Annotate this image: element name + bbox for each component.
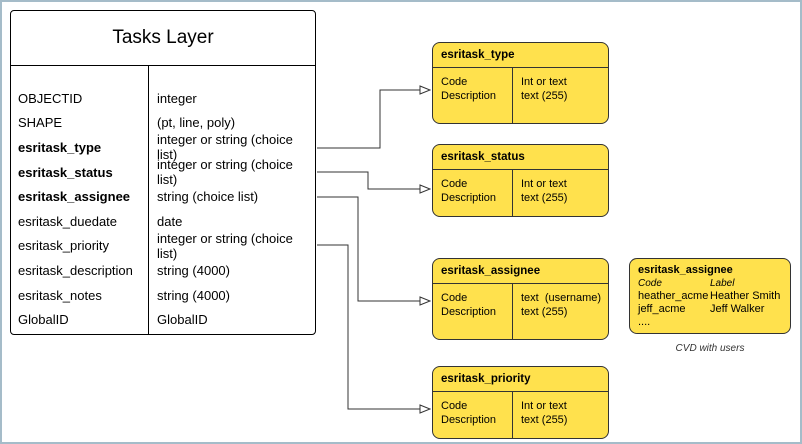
row-esritask-status: esritask_status integer or string (choic… (11, 157, 315, 188)
cvd-box-table: Code Label heather_acme Heather Smith je… (638, 277, 782, 329)
field-name: OBJECTID (18, 90, 83, 106)
cvd-code: heather_acme (638, 290, 709, 302)
cvd-label (710, 316, 782, 329)
domain-box-esritask-assignee[interactable]: esritask_assignee Code Description text … (432, 258, 609, 340)
code-type: text (username) (521, 292, 602, 304)
field-type: integer (157, 90, 197, 106)
domain-box-esritask-status[interactable]: esritask_status Code Description Int or … (432, 144, 609, 217)
tasks-layer-rows: OBJECTID integer SHAPE (pt, line, poly) … (11, 65, 315, 334)
code-label: Code (441, 292, 468, 304)
connector-esritask-assignee (317, 196, 430, 301)
domain-box-body: Code Description Int or text text (255) (433, 68, 608, 123)
row-objectid: OBJECTID integer (11, 86, 315, 111)
row-esritask-duedate: esritask_duedate date (11, 209, 315, 234)
field-type: integer or string (choice list) (157, 157, 293, 188)
code-type: Int or text (521, 400, 567, 412)
cvd-code: .... (638, 316, 651, 328)
code-label: Code (441, 76, 468, 88)
field-name: esritask_priority (18, 238, 110, 254)
connector-esritask-priority (317, 244, 430, 409)
cvd-label-header: Label (710, 278, 735, 289)
code-type: Int or text (521, 178, 567, 190)
field-name: esritask_duedate (18, 213, 118, 229)
row-esritask-notes: esritask_notes string (4000) (11, 283, 315, 308)
field-type: (pt, line, poly) (157, 115, 236, 131)
field-name: SHAPE (18, 115, 63, 131)
description-label: Description (441, 192, 497, 204)
field-name: esritask_type (18, 139, 102, 155)
description-type: text (255) (521, 414, 568, 426)
description-label: Description (441, 414, 497, 426)
cvd-caption: CVD with users (675, 343, 745, 354)
field-type: integer or string (choice list) (157, 230, 293, 261)
description-type: text (255) (521, 192, 568, 204)
field-type: integer or string (choice list) (157, 132, 293, 163)
field-name: GlobalID (18, 312, 69, 328)
cvd-label: Jeff Walker (710, 303, 765, 315)
description-label: Description (441, 90, 497, 102)
row-shape: SHAPE (pt, line, poly) (11, 111, 315, 136)
row-globalid: GlobalID GlobalID (11, 307, 315, 332)
domain-box-title: esritask_assignee (433, 259, 608, 284)
field-type: date (157, 213, 183, 229)
field-name: esritask_description (18, 262, 133, 278)
domain-box-title: esritask_type (433, 43, 608, 68)
domain-box-esritask-type[interactable]: esritask_type Code Description Int or te… (432, 42, 609, 124)
field-name: esritask_status (18, 164, 113, 180)
description-label: Description (441, 306, 497, 318)
field-name: esritask_assignee (18, 189, 131, 205)
row-esritask-priority: esritask_priority integer or string (cho… (11, 230, 315, 261)
field-type: string (4000) (157, 262, 230, 278)
cvd-box-esritask-assignee[interactable]: esritask_assignee Code Label heather_acm… (629, 258, 791, 334)
domain-box-esritask-priority[interactable]: esritask_priority Code Description Int o… (432, 366, 609, 439)
row-esritask-assignee: esritask_assignee string (choice list) (11, 184, 315, 209)
description-type: text (255) (521, 306, 568, 318)
row-esritask-type: esritask_type integer or string (choice … (11, 132, 315, 163)
cvd-code-header: Code (638, 278, 662, 289)
connector-esritask-status (317, 171, 430, 189)
domain-box-title: esritask_priority (433, 367, 608, 392)
description-type: text (255) (521, 90, 568, 102)
cvd-code: jeff_acme (638, 303, 686, 315)
cvd-label: Heather Smith (710, 290, 781, 302)
domain-box-body: Code Description Int or text text (255) (433, 392, 608, 438)
tasks-layer-table[interactable]: Tasks Layer OBJECTID integer SHAPE (pt, … (10, 10, 316, 335)
cvd-box-title: esritask_assignee (638, 264, 733, 276)
domain-box-title: esritask_status (433, 145, 608, 170)
field-type: GlobalID (157, 312, 208, 328)
code-type: Int or text (521, 76, 567, 88)
row-esritask-description: esritask_description string (4000) (11, 258, 315, 283)
code-label: Code (441, 178, 468, 190)
field-type: string (choice list) (157, 189, 259, 205)
domain-box-body: Code Description text (username) text (2… (433, 284, 608, 339)
field-type: string (4000) (157, 287, 230, 303)
code-label: Code (441, 400, 468, 412)
field-name: esritask_notes (18, 287, 102, 303)
connector-esritask-type (317, 90, 430, 149)
tasks-layer-title: Tasks Layer (11, 11, 315, 66)
column-divider (148, 65, 149, 334)
domain-box-body: Code Description Int or text text (255) (433, 170, 608, 216)
